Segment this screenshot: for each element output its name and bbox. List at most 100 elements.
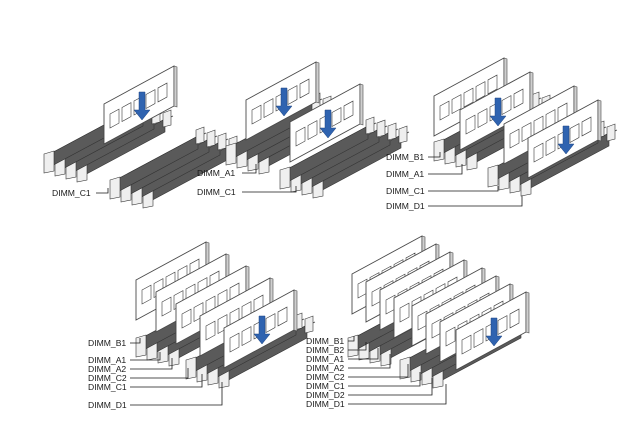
memory-module-c1 (103, 65, 178, 145)
insert-arrow-icon (557, 125, 575, 155)
dimm-slot (279, 116, 377, 190)
memory-module-c1 (223, 289, 298, 369)
memory-chip (501, 95, 512, 115)
leader-line (348, 364, 409, 378)
label-dimm-a1: DIMM_A1 (197, 168, 235, 178)
memory-chip (141, 284, 152, 305)
leader-line (130, 358, 173, 370)
memory-chip (287, 85, 298, 105)
memory-chip (451, 94, 462, 114)
leader-line (348, 336, 355, 342)
memory-chip (331, 107, 342, 127)
leader-line (130, 352, 161, 361)
memory-chip (509, 308, 520, 329)
panel-six-dimms: DIMM_B1 DIMM_A1 DIMM_A2 DIMM_C2 DIMM_C1 … (88, 241, 316, 410)
label-dimm-a1: DIMM_A1 (306, 354, 344, 364)
leader-line (348, 378, 433, 396)
leader-line (348, 342, 367, 351)
leader-line (348, 348, 379, 360)
label-dimm-b2: DIMM_B2 (306, 345, 344, 355)
insert-arrow-icon (319, 109, 337, 139)
memory-chip (145, 89, 156, 109)
memory-chip (545, 136, 556, 156)
memory-chip (569, 123, 580, 143)
memory-chip (439, 100, 450, 121)
panel-two-dimms: DIMM_A1 DIMM_C1 (197, 61, 410, 199)
memory-chip (513, 88, 524, 109)
leader-line (348, 372, 421, 387)
label-dimm-b1: DIMM_B1 (386, 152, 424, 162)
label-dimm-a1: DIMM_A1 (386, 169, 424, 179)
label-dimm-c1: DIMM_C1 (386, 186, 425, 196)
insert-arrow-icon (485, 317, 503, 347)
memory-chip (205, 320, 216, 341)
label-dimm-c1: DIMM_C1 (197, 187, 236, 197)
memory-chip (473, 328, 484, 348)
memory-chip (299, 78, 310, 99)
panel-one-dimm: DIMM_C1 (43, 65, 240, 209)
leader-line (242, 186, 297, 193)
memory-chip (343, 100, 354, 121)
label-dimm-c2: DIMM_C2 (306, 372, 345, 382)
slot-bank-right (279, 116, 410, 199)
label-dimm-d1: DIMM_D1 (386, 201, 425, 211)
memory-chip (497, 315, 508, 335)
insert-arrow-icon (133, 91, 151, 121)
memory-chip (109, 108, 120, 129)
panel-eight-dimms: DIMM_B1 DIMM_B2 DIMM_A1 DIMM_A2 DIMM_C2 … (306, 235, 530, 409)
label-dimm-c1: DIMM_C1 (52, 188, 91, 198)
leader-line (348, 384, 447, 405)
memory-module-a1 (245, 61, 320, 141)
label-dimm-a1: DIMM_A1 (88, 355, 126, 365)
label-dimm-d1: DIMM_D1 (306, 399, 345, 409)
memory-chip (121, 102, 132, 122)
memory-chip (445, 326, 456, 347)
slot-bank-right (109, 126, 240, 209)
memory-chip (229, 332, 240, 353)
leader-line (130, 368, 189, 379)
leader-line (428, 196, 523, 207)
label-dimm-a2: DIMM_A2 (88, 364, 126, 374)
memory-chip (533, 142, 544, 163)
memory-chip (251, 104, 262, 125)
memory-module-c1 (289, 83, 364, 163)
memory-module-d1 (455, 291, 530, 371)
leader-line (96, 188, 109, 194)
memory-chip (241, 326, 252, 346)
memory-chip (307, 120, 318, 140)
leader-line (348, 354, 391, 369)
memory-chip (461, 334, 472, 355)
memory-chip (465, 114, 476, 135)
memory-chip (181, 308, 192, 329)
label-dimm-c2: DIMM_C2 (88, 373, 127, 383)
label-dimm-a2: DIMM_A2 (306, 363, 344, 373)
leader-line (428, 152, 441, 158)
memory-chip (157, 82, 168, 103)
leader-line (130, 338, 141, 344)
memory-chip (263, 98, 274, 118)
label-dimm-c1: DIMM_C1 (88, 382, 127, 392)
label-dimm-b1: DIMM_B1 (306, 336, 344, 346)
memory-chip (277, 306, 288, 327)
leader-line (130, 374, 203, 388)
memory-chip (399, 302, 410, 323)
memory-chip (487, 74, 498, 95)
memory-chip (295, 126, 306, 147)
leader-line (428, 164, 463, 175)
memory-chip (475, 81, 486, 101)
memory-chip (477, 108, 488, 128)
insert-arrow-icon (253, 315, 271, 345)
memory-chip (581, 116, 592, 137)
memory-chip (463, 87, 474, 108)
label-dimm-d1: DIMM_D1 (88, 400, 127, 410)
label-dimm-d2: DIMM_D2 (306, 390, 345, 400)
memory-module-d1 (527, 99, 602, 179)
insert-arrow-icon (275, 87, 293, 117)
dimm-slot (109, 126, 207, 200)
panel-four-dimms: DIMM_B1 DIMM_A1 DIMM_C1 DIMM_D1 (386, 57, 618, 211)
insert-arrow-icon (489, 97, 507, 127)
leader-line (242, 164, 257, 174)
leader-line (428, 186, 499, 192)
memory-chip (161, 296, 172, 317)
